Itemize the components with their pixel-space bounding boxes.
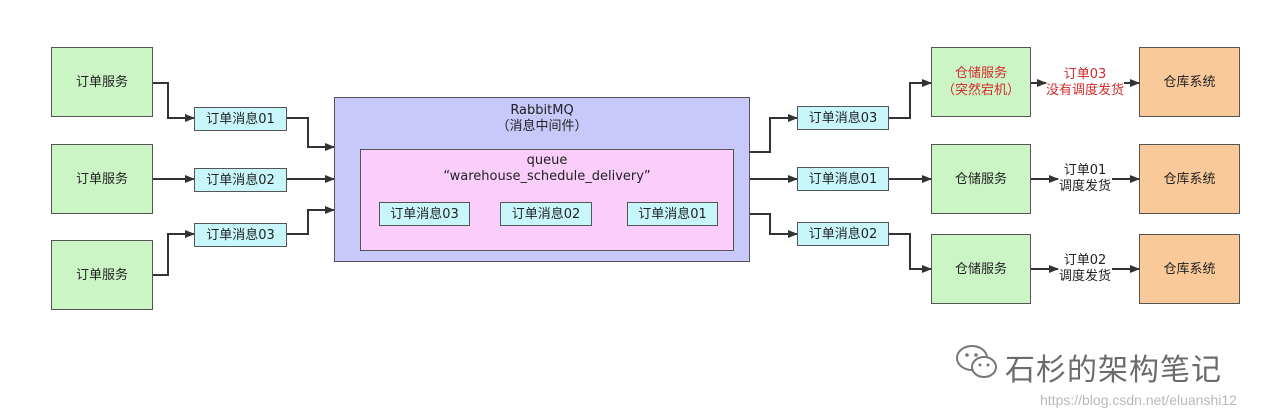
order-service-2-label: 订单服务 [75,171,128,187]
order-service-2: 订单服务 [51,144,153,214]
inbound-message-03: 订单消息03 [194,223,287,247]
arrow-msg02-consumer3 [889,233,932,273]
dispatch-note-3-status: 调度发货 [1058,269,1111,284]
dispatch-note-1-order: 订单03 [1063,67,1107,82]
warehouse-system-1-label: 仓库系统 [1163,74,1216,90]
warehouse-system-2: 仓库系统 [1139,144,1240,214]
outbound-message-03: 订单消息03 [797,106,889,130]
order-service-3-label: 订单服务 [75,267,128,283]
queue-message-02: 订单消息02 [500,202,592,226]
inbound-message-02: 订单消息02 [194,168,287,192]
queue-title: queue [526,153,568,168]
warehouse-service-1-status: （突然宕机） [941,83,1020,98]
dispatch-note-1: 订单03 没有调度发货 [1042,67,1128,99]
outbound-message-03-label: 订单消息03 [808,110,878,126]
watermark-url: https://blog.csdn.net/eluanshi12 [1040,392,1237,408]
warehouse-system-2-label: 仓库系统 [1163,171,1216,187]
warehouse-service-1-label: 仓储服务 [954,66,1007,81]
queue-name: “warehouse_schedule_delivery” [443,169,651,184]
queue-message-03-label: 订单消息03 [390,206,459,222]
inbound-message-01-label: 订单消息01 [206,111,275,127]
broker-title: RabbitMQ [510,103,574,118]
order-service-1: 订单服务 [51,47,153,117]
broker-heading: RabbitMQ （消息中间件） [334,103,750,135]
queue-heading: queue “warehouse_schedule_delivery” [360,153,734,185]
inbound-message-02-label: 订单消息02 [206,172,275,188]
outbound-message-01: 订单消息01 [797,167,889,191]
dispatch-note-3-order: 订单02 [1063,253,1107,268]
warehouse-service-3: 仓储服务 [931,234,1031,304]
warehouse-service-2: 仓储服务 [931,144,1031,214]
queue-message-02-label: 订单消息02 [511,206,581,222]
outbound-message-02: 订单消息02 [797,222,889,246]
dispatch-note-2-order: 订单01 [1063,163,1107,178]
outbound-message-01-label: 订单消息01 [808,171,878,187]
warehouse-service-1-down: 仓储服务 （突然宕机） [931,47,1031,117]
arrow-msg01-broker [287,117,335,151]
warehouse-service-3-label: 仓储服务 [954,261,1007,277]
queue-message-03: 订单消息03 [379,202,470,226]
dispatch-note-3: 订单02 调度发货 [1055,253,1115,285]
watermark-title: 石杉的架构笔记 [1005,353,1222,388]
arrow-msg03-consumer1 [889,79,932,119]
warehouse-service-2-label: 仓储服务 [954,171,1007,187]
queue-message-01: 订单消息01 [627,202,718,226]
arrow-producer3-msg03 [153,230,195,276]
queue-container [360,149,734,251]
inbound-message-03-label: 订单消息03 [206,227,275,243]
broker-subtitle: （消息中间件） [496,119,588,134]
arrow-broker-msg02 [750,213,798,238]
queue-message-01-label: 订单消息01 [638,206,707,222]
order-service-1-label: 订单服务 [75,74,128,90]
warehouse-system-1: 仓库系统 [1139,47,1240,117]
arrow-msg03-broker [287,206,335,235]
arrow-producer1-msg01 [153,82,195,122]
dispatch-note-2: 订单01 调度发货 [1055,163,1115,195]
wechat-icon [956,345,997,378]
dispatch-note-2-status: 调度发货 [1058,179,1111,194]
outbound-message-02-label: 订单消息02 [808,226,878,242]
warehouse-system-3: 仓库系统 [1139,234,1240,304]
dispatch-note-1-status: 没有调度发货 [1045,83,1124,98]
arrow-broker-msg03 [750,114,798,153]
warehouse-system-3-label: 仓库系统 [1163,261,1216,277]
inbound-message-01: 订单消息01 [194,107,287,131]
order-service-3: 订单服务 [51,240,153,310]
